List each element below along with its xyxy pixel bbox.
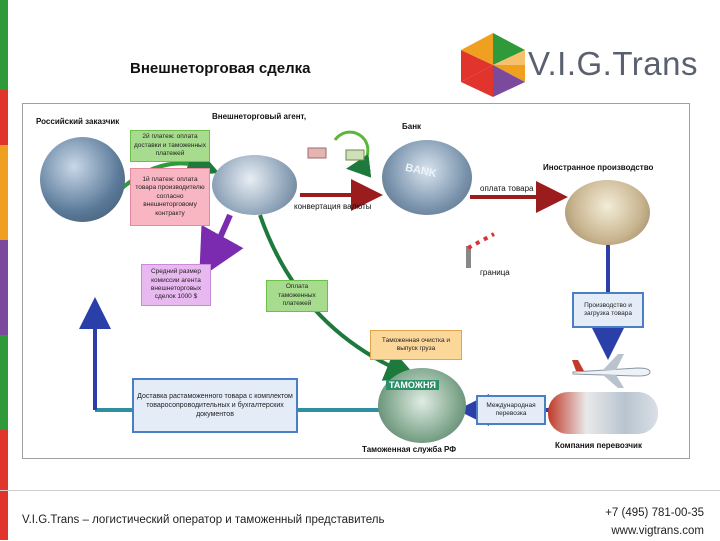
agent-building-picture (212, 155, 297, 215)
page-title: Внешнеторговая сделка (130, 60, 311, 77)
stripe-red-2 (0, 430, 8, 540)
foreign-agent-label: Внешнеторговый агент, (212, 112, 307, 121)
goods-payment-label: оплата товара (480, 184, 534, 193)
factory-picture (565, 180, 650, 245)
airplane-icon (572, 354, 651, 388)
bank-picture (382, 140, 472, 215)
money-icon (307, 147, 365, 161)
foreign-production-label: Иностранное производство (543, 163, 654, 172)
footer-tagline: V.I.G.Trans – логистический оператор и т… (22, 514, 385, 526)
logo-text: V.I.G.Trans (528, 45, 698, 82)
stripe-green-2 (0, 335, 8, 430)
trucks-picture (548, 392, 658, 434)
border-label: граница (480, 268, 510, 277)
footer-divider (0, 490, 720, 491)
customs-clearance-box: Таможенная очистка и выпуск груза (370, 330, 462, 360)
footer-phone: +7 (495) 781-00-35 (605, 507, 704, 519)
international-transport-box: Международная перевозка (476, 395, 546, 425)
russian-customer-label: Российский заказчик (36, 117, 120, 126)
stripe-purple (0, 240, 8, 335)
delivery-documents-box: Доставка растаможенного товара с комплек… (132, 378, 298, 433)
customs-payments-box: Оплата таможенных платежей (266, 280, 328, 312)
bank-label: Банк (402, 122, 422, 131)
goods-payment-box: 1й платеж: оплата товара производителю с… (130, 168, 210, 226)
vig-logo-icon (461, 33, 525, 97)
footer-website-link[interactable]: www.vigtrans.com (611, 525, 704, 538)
customs-sign: ТАМОЖНЯ (386, 380, 439, 390)
agent-commission-box: Средний размер комиссии агента внешнетор… (141, 264, 211, 306)
carrier-company-label: Компания перевозчик (555, 441, 642, 450)
stripe-red-1 (0, 90, 8, 145)
stripe-green-1 (0, 0, 8, 90)
stripe-orange (0, 145, 8, 240)
currency-conversion-label: конвертация валюты (294, 202, 372, 211)
customs-service-label: Таможенная служба РФ (362, 445, 457, 454)
footer-contacts: +7 (495) 781-00-35 www.vigtrans.com (605, 504, 704, 541)
delivery-payment-box: 2й платеж: оплата доставки и таможенных … (130, 130, 210, 162)
customer-building-picture (40, 137, 125, 222)
production-loading-box: Производство и загрузка товара (572, 292, 644, 328)
barrier-icon (466, 232, 495, 268)
